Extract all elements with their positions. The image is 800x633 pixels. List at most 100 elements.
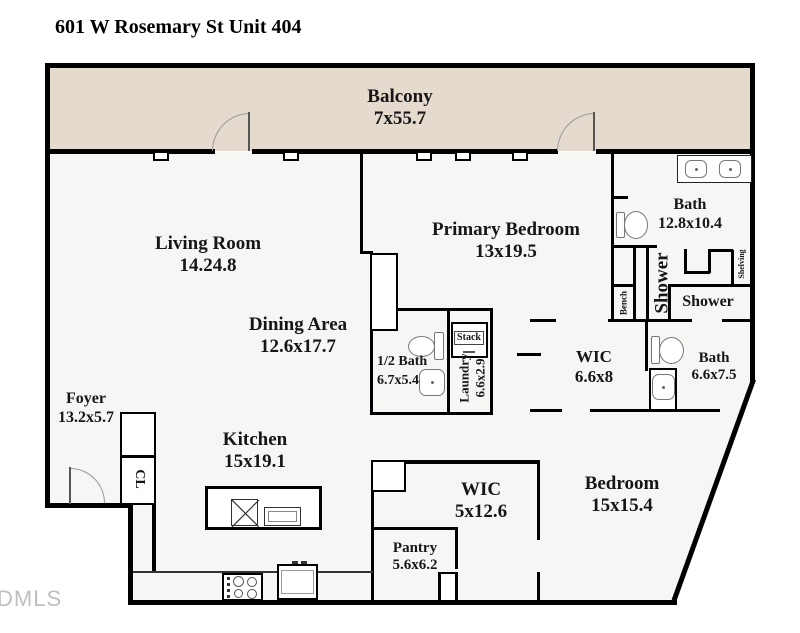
page-title: 601 W Rosemary St Unit 404 xyxy=(55,16,302,38)
room-name: 1/2 Bath xyxy=(377,354,428,369)
room-dims: 15x15.4 xyxy=(591,495,653,517)
wall-jog xyxy=(455,151,471,161)
stack-detail xyxy=(463,351,475,353)
wall xyxy=(530,409,562,412)
room-label-balcony: Balcony 7x55.7 xyxy=(367,86,432,130)
burner-icon xyxy=(234,589,243,598)
burner-icon xyxy=(233,576,244,587)
room-name: Bath xyxy=(698,350,730,366)
room-name: WIC xyxy=(460,479,502,500)
room-label-closet: CL xyxy=(131,469,147,488)
room-label-shelving: Shelving xyxy=(737,249,747,278)
wall xyxy=(360,150,363,254)
wall xyxy=(708,249,711,273)
room-dims: 12.8x10.4 xyxy=(658,214,722,232)
wall xyxy=(45,63,50,155)
wall xyxy=(45,149,215,154)
room-label-living-room: Living Room 14.24.8 xyxy=(155,233,261,277)
room-label-kitchen: Kitchen 15x19.1 xyxy=(223,429,287,473)
balcony-door-leaf xyxy=(248,112,250,151)
wall xyxy=(370,412,493,415)
wall-jog xyxy=(416,151,432,161)
entry-door-leaf xyxy=(69,467,71,504)
room-label-pantry: Pantry 5.6x6.2 xyxy=(393,540,438,575)
sink-icon xyxy=(419,369,445,396)
room-dims: 6.6x2.9 xyxy=(472,358,487,398)
wall xyxy=(731,250,734,285)
wall xyxy=(590,409,648,412)
wall xyxy=(648,409,720,412)
wall xyxy=(371,460,540,464)
room-name: Kitchen xyxy=(222,429,288,450)
wall xyxy=(45,503,133,508)
wall xyxy=(645,319,648,371)
room-name: CL xyxy=(132,469,147,489)
balcony-area xyxy=(48,66,752,151)
room-label-wic-2: WIC 5x12.6 xyxy=(455,479,507,523)
watermark: DMLS xyxy=(0,586,63,611)
wall xyxy=(537,460,540,540)
room-name: Shower xyxy=(682,293,734,310)
toilet-icon xyxy=(659,337,684,364)
wall xyxy=(360,251,373,254)
burner-icon xyxy=(247,589,257,599)
sink-icon xyxy=(719,160,741,178)
drain-dot xyxy=(728,167,732,171)
wall xyxy=(128,503,133,605)
wall xyxy=(750,63,755,383)
room-name: Foyer xyxy=(66,390,106,407)
wall xyxy=(447,308,493,311)
wall xyxy=(45,63,755,68)
room-dims: 15x19.1 xyxy=(224,451,286,473)
door-frame xyxy=(438,572,458,602)
wall xyxy=(447,310,450,412)
toilet-icon xyxy=(624,211,648,239)
wall-step xyxy=(371,460,406,492)
wall xyxy=(608,319,692,322)
wall xyxy=(517,353,541,356)
closet-box xyxy=(120,412,156,505)
room-label-bench: Bench xyxy=(619,291,630,315)
room-dims: 5x12.6 xyxy=(454,501,508,523)
wall xyxy=(668,284,671,321)
island-sink-x xyxy=(231,499,260,528)
toilet-tank xyxy=(434,332,444,360)
room-name: Stack xyxy=(454,331,484,345)
room-name: Bench xyxy=(618,290,629,316)
drain-dot xyxy=(694,167,698,171)
room-dims: 14.24.8 xyxy=(179,255,237,277)
faucet-tick xyxy=(292,561,298,564)
wall xyxy=(370,331,373,415)
room-name: Pantry xyxy=(392,540,438,556)
wall xyxy=(530,319,556,322)
wall xyxy=(684,271,710,274)
wall xyxy=(45,150,50,508)
room-label-bath-2: Bath 6.6x7.5 xyxy=(692,350,737,385)
room-label-foyer: Foyer 13.2x5.7 xyxy=(58,390,114,427)
kitchen-island xyxy=(205,486,322,530)
room-name: Dining Area xyxy=(248,314,348,335)
drain-dot xyxy=(430,381,434,384)
wall xyxy=(668,284,753,287)
room-dims: 6.6x8 xyxy=(574,366,614,386)
faucet-tick xyxy=(301,561,307,564)
room-dims: 6.6x7.5 xyxy=(691,367,737,384)
wall xyxy=(371,490,374,530)
wall xyxy=(611,152,614,247)
room-label-shower-2: Shower xyxy=(682,293,734,312)
wall xyxy=(537,572,540,602)
room-dims: 5.6x6.2 xyxy=(392,557,438,574)
wall xyxy=(708,249,733,252)
room-name: Laundry xyxy=(456,353,472,403)
wall xyxy=(128,600,677,605)
drain-dot xyxy=(662,385,665,389)
room-label-half-bath: 1/2 Bath 6.7x5.4 xyxy=(377,352,427,391)
room-name: Primary Bedroom xyxy=(432,219,580,240)
room-dims: 13.2x5.7 xyxy=(58,408,114,426)
room-name: Shelving xyxy=(737,249,747,279)
wall xyxy=(596,149,755,154)
room-label-primary-bedroom: Primary Bedroom 13x19.5 xyxy=(432,219,580,263)
wall-jog xyxy=(283,151,299,161)
